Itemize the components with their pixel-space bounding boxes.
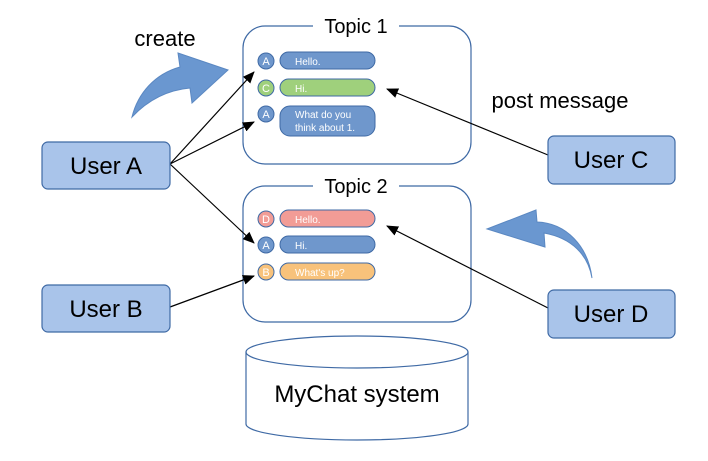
- message-row: B What's up?: [257, 262, 376, 281]
- mychat-system-label: MyChat system: [274, 381, 439, 408]
- create-label: create: [134, 26, 195, 51]
- user-c-box: User C: [547, 135, 676, 185]
- arrow-usera-topic2-hi: [169, 163, 255, 244]
- post-curved-arrow-icon: [485, 209, 593, 279]
- user-a-label: User A: [70, 153, 142, 180]
- topic-1-title: Topic 1: [324, 16, 387, 38]
- message-row: A What do you think about 1.: [257, 105, 376, 137]
- arrow-userc-topic1-hi: [386, 88, 549, 156]
- user-a-box: User A: [41, 141, 171, 190]
- avatar-icon: [257, 210, 275, 228]
- message-text: Hi.: [295, 241, 307, 252]
- arrow-userd-topic2-hello: [386, 225, 549, 309]
- avatar-letter: A: [262, 240, 270, 252]
- topic-2-panel: Topic 2 D Hello. A Hi. B What's up?: [242, 174, 472, 323]
- avatar-letter: A: [262, 56, 270, 68]
- arrow-usera-topic1-hello: [169, 71, 255, 165]
- avatar-icon: [257, 263, 275, 281]
- user-b-label: User B: [69, 296, 142, 323]
- avatar-letter: C: [262, 83, 270, 95]
- message-bubble: [279, 209, 376, 228]
- post-message-label: post message: [492, 88, 629, 113]
- mychat-system-cylinder: MyChat system: [245, 335, 469, 441]
- arrow-usera-topic1-question: [169, 121, 255, 165]
- user-b-box: User B: [41, 284, 171, 333]
- message-bubble: [279, 51, 376, 70]
- create-curved-arrow-icon: [131, 52, 229, 119]
- avatar-icon: [257, 79, 275, 97]
- message-text: What do you: [295, 110, 351, 121]
- topic-2-title: Topic 2: [324, 176, 387, 198]
- message-bubble: [279, 235, 376, 254]
- avatar-icon: [257, 236, 275, 254]
- connector-arrows: [169, 71, 549, 309]
- message-text: Hello.: [295, 57, 321, 68]
- avatar-letter: B: [262, 267, 269, 279]
- arrow-userb-topic2-whatsup: [169, 275, 255, 308]
- avatar-letter: D: [262, 214, 270, 226]
- avatar-icon: [257, 52, 275, 70]
- message-bubble: [279, 262, 376, 281]
- message-bubble: [279, 78, 376, 97]
- avatar-icon: [257, 105, 275, 123]
- message-bubble: [279, 105, 376, 137]
- user-c-label: User C: [574, 147, 649, 174]
- user-d-box: User D: [547, 289, 676, 339]
- message-text: Hello.: [295, 215, 321, 226]
- message-row: C Hi.: [257, 78, 376, 97]
- message-text: Hi.: [295, 84, 307, 95]
- message-text: think about 1.: [295, 123, 355, 134]
- message-row: A Hi.: [257, 235, 376, 254]
- message-row: D Hello.: [257, 209, 376, 228]
- message-text: What's up?: [295, 268, 345, 279]
- topic-1-panel: Topic 1 A Hello. C Hi. A What do you thi…: [242, 14, 472, 165]
- user-d-label: User D: [574, 301, 649, 328]
- avatar-letter: A: [262, 109, 270, 121]
- message-row: A Hello.: [257, 51, 376, 70]
